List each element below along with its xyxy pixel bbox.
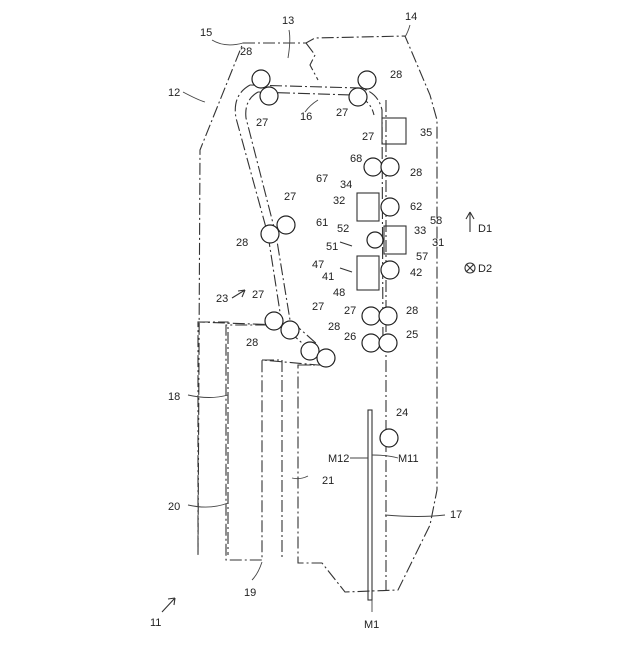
arrow-d1	[466, 212, 474, 232]
roller-28-mid	[261, 225, 279, 243]
label-62: 62	[410, 201, 422, 213]
roller-27-right	[364, 158, 382, 176]
label-d2: D2	[478, 263, 492, 275]
label-11: 11	[150, 617, 161, 629]
reading-unit-31	[384, 226, 406, 254]
leader-20	[188, 503, 228, 507]
roller-27-bottom	[301, 342, 319, 360]
label-52: 52	[337, 223, 349, 235]
upper-cover-divider	[306, 43, 318, 80]
tray-19	[262, 360, 282, 558]
label-23: 23	[216, 293, 228, 305]
label-28-c: 28	[410, 167, 422, 179]
label-48: 48	[333, 287, 345, 299]
label-18: 18	[168, 391, 180, 403]
roller-28-lower	[281, 321, 299, 339]
leader-21	[292, 476, 308, 479]
reading-unit-32	[357, 193, 379, 221]
reference-labels: 15 13 14 12 16 28 27 28 27 27 35 28 68 6…	[150, 11, 492, 631]
leader-15	[212, 40, 243, 45]
roller-27-top-right	[349, 88, 367, 106]
label-32: 32	[333, 195, 345, 207]
label-61: 61	[316, 217, 328, 229]
leader-19	[252, 562, 262, 580]
label-27-a: 27	[256, 117, 268, 129]
label-d1: D1	[478, 223, 492, 235]
roller-28-right	[381, 158, 399, 176]
reading-unit-41	[357, 256, 379, 290]
roller-62	[381, 198, 399, 216]
tray-18	[198, 322, 228, 555]
label-15: 15	[200, 27, 212, 39]
label-51: 51	[326, 241, 338, 253]
label-57: 57	[416, 251, 428, 263]
roller-28-main	[379, 307, 397, 325]
housing-outline	[198, 36, 437, 592]
roller-28-top-right	[358, 71, 376, 89]
label-21: 21	[322, 475, 334, 487]
label-27-d: 27	[284, 191, 296, 203]
label-27-b: 27	[336, 107, 348, 119]
roller-27-mid	[277, 216, 295, 234]
label-14: 14	[405, 11, 417, 23]
label-58: 58	[430, 215, 442, 227]
label-m11: M11	[398, 453, 419, 465]
label-28-e: 28	[406, 305, 418, 317]
label-47: 47	[312, 259, 324, 271]
roller-26	[362, 334, 380, 352]
label-42: 42	[410, 267, 422, 279]
label-27-c: 27	[362, 131, 374, 143]
roller-27-main	[362, 307, 380, 325]
roller-42	[381, 261, 399, 279]
label-17: 17	[450, 509, 462, 521]
label-28-b: 28	[390, 69, 402, 81]
label-28-d: 28	[236, 237, 248, 249]
label-34: 34	[340, 179, 352, 191]
label-28-f: 28	[246, 337, 258, 349]
label-35: 35	[420, 127, 432, 139]
label-25: 25	[406, 329, 418, 341]
arrow-41	[340, 268, 352, 272]
label-m12: M12	[328, 453, 349, 465]
arrow-51	[340, 242, 352, 246]
roller-24	[380, 429, 398, 447]
leader-13	[288, 30, 290, 58]
label-67: 67	[316, 173, 328, 185]
leader-14	[405, 25, 410, 37]
label-20: 20	[168, 501, 180, 513]
roller-27-lower	[265, 312, 283, 330]
label-m1: M1	[364, 619, 379, 631]
d2-cross	[466, 264, 474, 272]
label-33: 33	[414, 225, 426, 237]
leader-12	[183, 92, 205, 102]
manual-feed-tray-m1	[368, 410, 372, 600]
roller-28-top-left	[252, 70, 270, 88]
roller-25	[379, 334, 397, 352]
label-24: 24	[396, 407, 408, 419]
arrow-11	[162, 598, 175, 612]
roller-28-bottom	[317, 349, 335, 367]
leader-m11	[372, 455, 398, 458]
label-19: 19	[244, 587, 256, 599]
label-41: 41	[322, 271, 334, 283]
label-31: 31	[432, 237, 444, 249]
leader-17	[385, 515, 445, 517]
label-28-g: 28	[328, 321, 340, 333]
roller-27-top-left	[260, 87, 278, 105]
leader-18	[188, 395, 228, 398]
label-16: 16	[300, 111, 312, 123]
label-27-g: 27	[312, 301, 324, 313]
label-26: 26	[344, 331, 356, 343]
label-12: 12	[168, 87, 180, 99]
label-27-e: 27	[252, 289, 264, 301]
roller-61	[367, 232, 383, 248]
arrow-23	[232, 290, 245, 298]
label-68: 68	[350, 153, 362, 165]
label-28-a: 28	[240, 46, 252, 58]
label-27-f: 27	[344, 305, 356, 317]
label-13: 13	[282, 15, 294, 27]
